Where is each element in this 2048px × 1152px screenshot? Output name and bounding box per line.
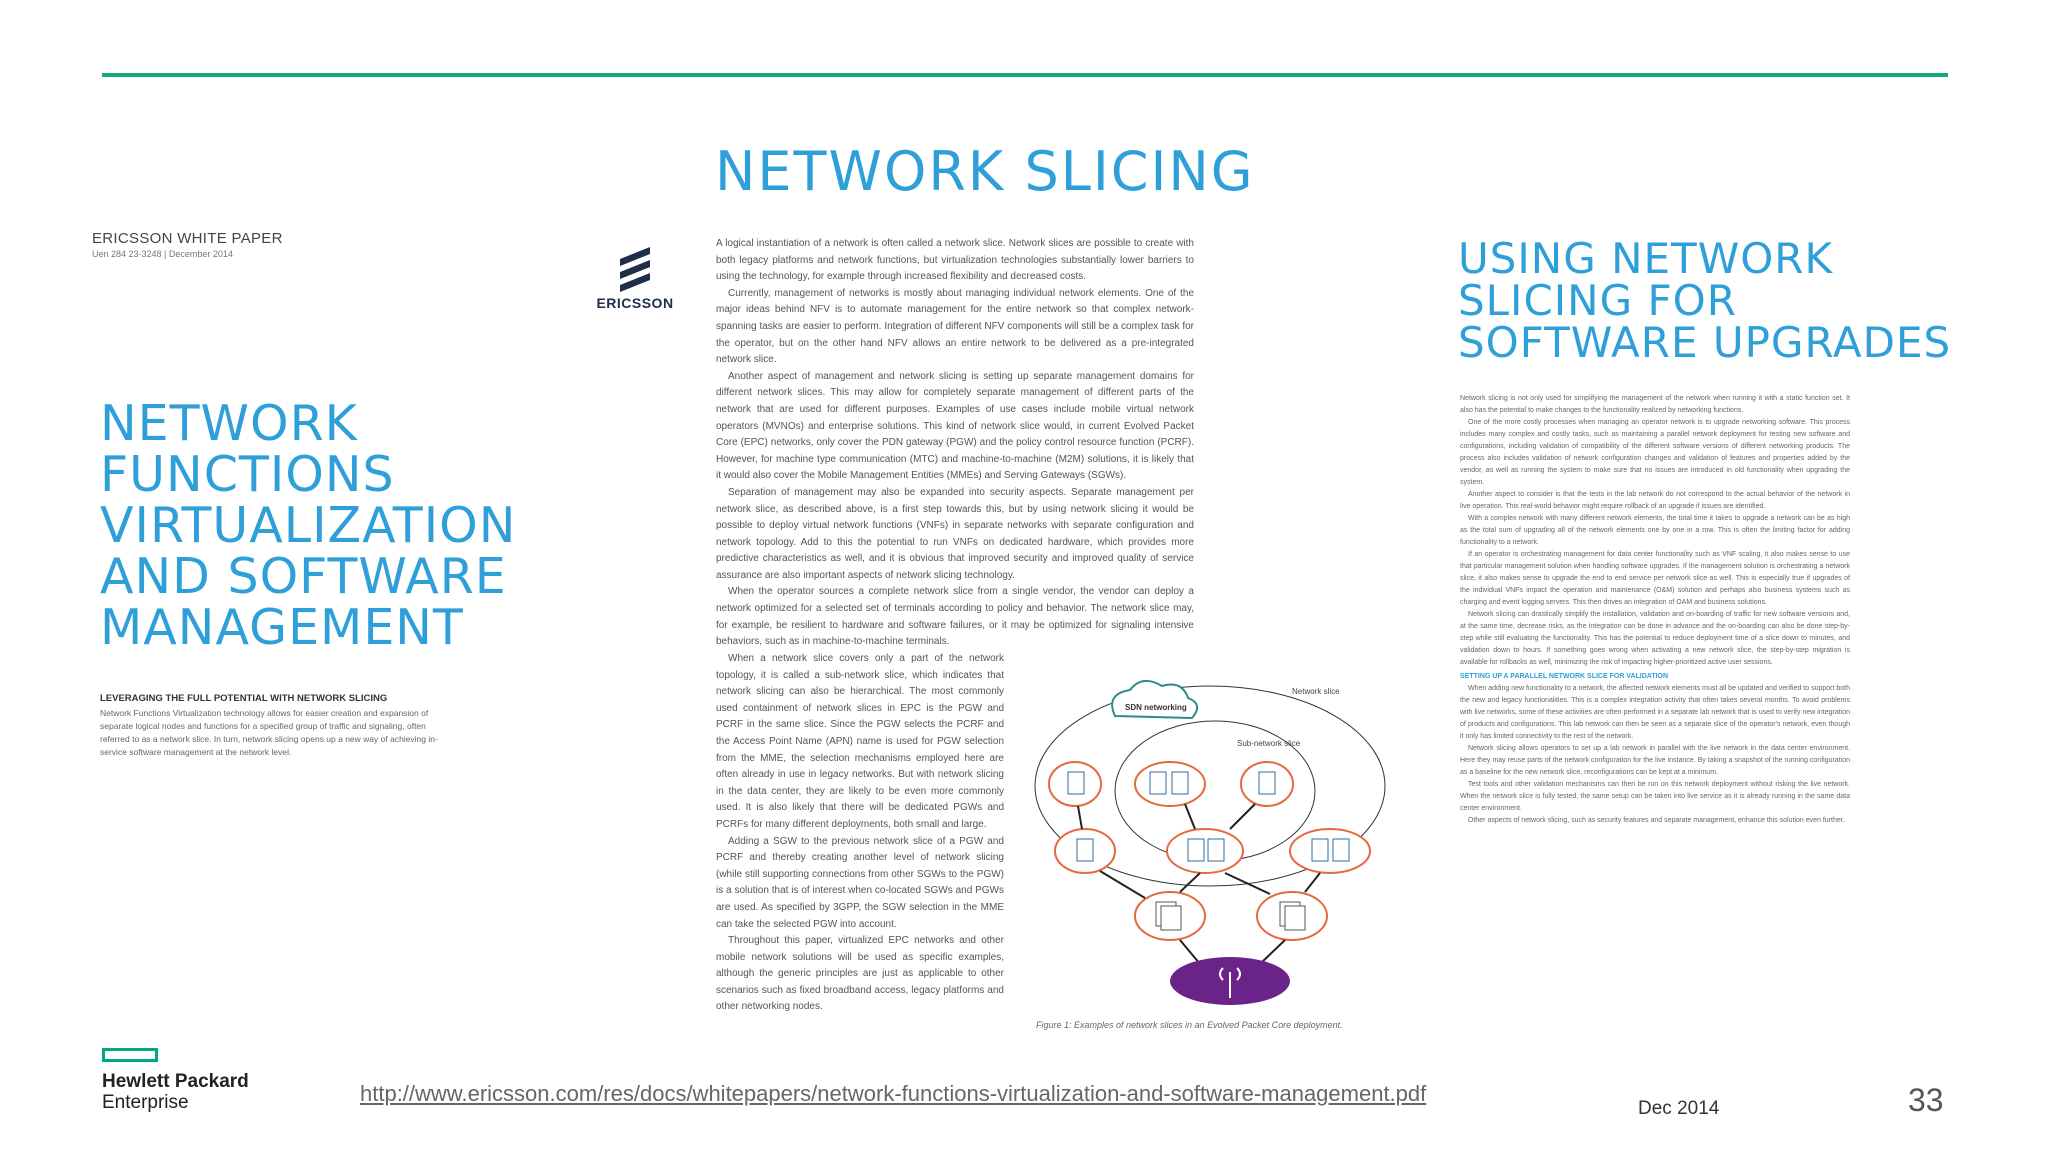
cover-title-line: NETWORK bbox=[100, 395, 358, 452]
section-subheading: SETTING UP A PARALLEL NETWORK SLICE FOR … bbox=[1460, 673, 1669, 680]
vnf-stack-icon bbox=[1160, 905, 1182, 931]
body-paragraph: Throughout this paper, virtualized EPC n… bbox=[716, 935, 1004, 1013]
network-slice-boundary bbox=[1034, 685, 1386, 887]
sub-slice-label: Sub-network slice bbox=[1237, 739, 1301, 748]
pcrf-box-icon bbox=[1171, 771, 1189, 795]
connector bbox=[1077, 805, 1083, 830]
upgrades-body: Network slicing is not only used for sim… bbox=[1460, 393, 1850, 827]
body-paragraph: When the operator sources a complete net… bbox=[716, 586, 1194, 648]
sgw-pair-node bbox=[1289, 828, 1371, 874]
body-paragraph: Network slicing is not only used for sim… bbox=[1460, 395, 1850, 414]
hpe-brand-line2: Enterprise bbox=[102, 1092, 189, 1113]
upgrades-title-line: USING NETWORK bbox=[1458, 234, 1834, 283]
sgw-box-icon bbox=[1207, 838, 1225, 862]
cover-title-line: VIRTUALIZATION bbox=[100, 497, 517, 554]
slide-date: Dec 2014 bbox=[1638, 1098, 1720, 1119]
sgw-box-icon bbox=[1311, 838, 1329, 862]
body-paragraph: A logical instantiation of a network is … bbox=[716, 238, 1194, 283]
body-paragraph: When a network slice covers only a part … bbox=[716, 653, 1004, 830]
white-paper-reference: Uen 284 23-3248 | December 2014 bbox=[92, 249, 233, 259]
hpe-brand-line1: Hewlett Packard bbox=[102, 1071, 249, 1092]
connector bbox=[1179, 872, 1201, 893]
cover-abstract: Network Functions Virtualization technol… bbox=[100, 708, 438, 757]
ericsson-logo: ERICSSON bbox=[590, 245, 680, 311]
cover-title-line: AND SOFTWARE bbox=[100, 548, 507, 605]
network-slicing-body: A logical instantiation of a network is … bbox=[716, 236, 1194, 651]
upgrades-title-line: SOFTWARE UPGRADES bbox=[1458, 318, 1952, 367]
upgrades-title: USING NETWORK SLICING FOR SOFTWARE UPGRA… bbox=[1458, 238, 1978, 364]
network-slice-diagram: Network slice Sub-network slice SDN netw… bbox=[1034, 679, 1386, 1005]
connector bbox=[1184, 803, 1196, 830]
antenna-icon bbox=[1219, 967, 1241, 998]
pgw-box-icon bbox=[1067, 771, 1085, 795]
body-paragraph: One of the more costly processes when ma… bbox=[1460, 419, 1850, 486]
sgw-box-icon bbox=[1187, 838, 1205, 862]
body-paragraph: Another aspect of management and network… bbox=[716, 370, 1194, 482]
connector bbox=[1224, 872, 1271, 895]
body-paragraph: Separation of management may also be exp… bbox=[716, 486, 1194, 581]
white-paper-label: ERICSSON WHITE PAPER bbox=[92, 230, 283, 247]
sgw-box-icon bbox=[1332, 838, 1350, 862]
sdn-cloud-icon bbox=[1111, 679, 1199, 720]
cover-header: ERICSSON WHITE PAPER Uen 284 23-3248 | D… bbox=[92, 230, 692, 259]
sgw-box-icon bbox=[1076, 838, 1094, 862]
connector bbox=[1099, 870, 1146, 899]
body-paragraph: Network slicing can drastically simplify… bbox=[1460, 611, 1850, 666]
network-slicing-column: When a network slice covers only a part … bbox=[716, 651, 1004, 1016]
mme-stack-icon bbox=[1284, 905, 1306, 931]
body-paragraph: When adding new functionality to a netwo… bbox=[1460, 685, 1850, 740]
network-slice-label: Network slice bbox=[1292, 687, 1340, 696]
cover-title: NETWORK FUNCTIONS VIRTUALIZATION AND SOF… bbox=[100, 398, 560, 653]
connector bbox=[1259, 939, 1286, 965]
body-paragraph: Test tools and other validation mechanis… bbox=[1460, 781, 1850, 812]
cover-title-line: MANAGEMENT bbox=[100, 599, 464, 656]
cover-title-line: FUNCTIONS bbox=[100, 446, 395, 503]
header-divider bbox=[102, 73, 1948, 77]
body-paragraph: With a complex network with many differe… bbox=[1460, 515, 1850, 546]
pgw-box-icon bbox=[1149, 771, 1167, 795]
sgw-pair-node bbox=[1166, 828, 1244, 874]
ericsson-mark-icon bbox=[620, 247, 650, 292]
hpe-logo-mark bbox=[102, 1048, 158, 1062]
connector bbox=[1304, 872, 1321, 893]
source-link[interactable]: http://www.ericsson.com/res/docs/whitepa… bbox=[360, 1081, 1427, 1106]
pgw-box-icon bbox=[1258, 771, 1276, 795]
figure-caption: Figure 1: Examples of network slices in … bbox=[1036, 1020, 1343, 1030]
connector bbox=[1229, 803, 1256, 830]
upgrades-title-line: SLICING FOR bbox=[1458, 276, 1737, 325]
sdn-label: SDN networking bbox=[1125, 703, 1187, 712]
page-number: 33 bbox=[1908, 1082, 1944, 1118]
body-paragraph: If an operator is orchestrating manageme… bbox=[1460, 551, 1850, 606]
body-paragraph: Network slicing allows operators to set … bbox=[1460, 745, 1850, 776]
body-paragraph: Another aspect to consider is that the t… bbox=[1460, 491, 1850, 510]
cover-tagline: LEVERAGING THE FULL POTENTIAL WITH NETWO… bbox=[100, 693, 388, 704]
network-slicing-title: NETWORK SLICING bbox=[715, 140, 1255, 203]
body-paragraph: Currently, management of networks is mos… bbox=[716, 287, 1194, 366]
pgw-pcrf-node bbox=[1134, 761, 1206, 807]
body-paragraph: Other aspects of network slicing, such a… bbox=[1468, 817, 1845, 824]
connector bbox=[1179, 939, 1201, 965]
body-paragraph: Adding a SGW to the previous network sli… bbox=[716, 835, 1004, 930]
logo-wordmark: ERICSSON bbox=[596, 295, 674, 311]
